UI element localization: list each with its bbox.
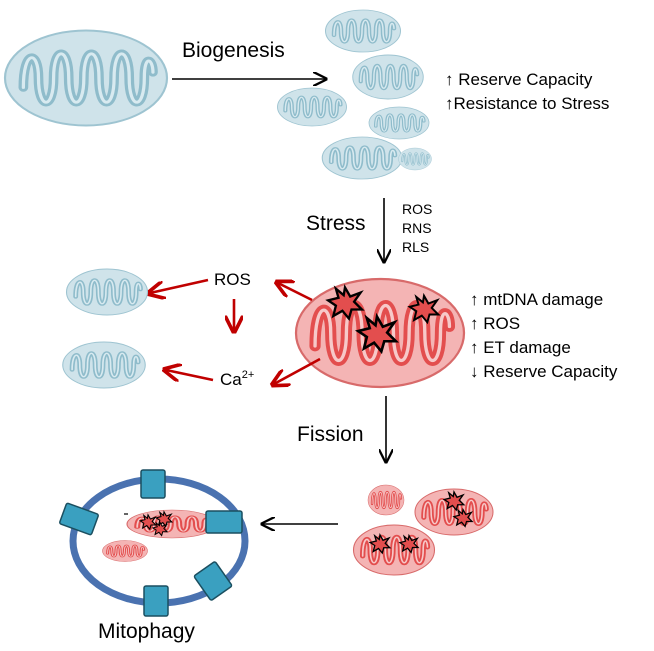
red-arrow bbox=[274, 357, 321, 384]
stress-effect: ↓ Reserve Capacity bbox=[470, 362, 618, 381]
stressor-item: ROS bbox=[402, 201, 432, 217]
neighbor-mitochondrion bbox=[63, 342, 146, 388]
healthy-mitochondrion-source bbox=[5, 30, 167, 125]
stressor-item: RNS bbox=[402, 220, 432, 236]
neighbor-mitochondrion bbox=[67, 269, 148, 315]
red-arrow bbox=[278, 283, 313, 302]
new-mitochondrion bbox=[278, 88, 347, 126]
stress-effect: ↑ ROS bbox=[470, 314, 520, 333]
biogenesis-label: Biogenesis bbox=[182, 39, 285, 62]
red-arrow bbox=[166, 370, 214, 380]
receptor bbox=[59, 502, 99, 536]
new-mitochondrion bbox=[322, 137, 402, 179]
engulfed-mitochondrion bbox=[100, 538, 150, 564]
red-arrow bbox=[150, 278, 209, 293]
mitophagy-label: Mitophagy bbox=[98, 620, 195, 643]
damaged-fragment bbox=[366, 483, 406, 517]
biogenesis-effect: ↑ Reserve Capacity bbox=[445, 70, 593, 89]
new-mitochondrion bbox=[367, 105, 431, 141]
ros-signal-label: ROS bbox=[214, 270, 251, 289]
stressor-item: RLS bbox=[402, 239, 429, 255]
biogenesis-effect: ↑Resistance to Stress bbox=[445, 94, 609, 113]
new-mitochondrion bbox=[397, 147, 433, 171]
autophagosome bbox=[59, 469, 249, 617]
damaged-mitochondrion bbox=[296, 279, 464, 387]
calcium-signal-label: Ca2+ bbox=[220, 369, 254, 389]
receptor bbox=[143, 585, 169, 617]
biogenesis-cluster bbox=[278, 10, 433, 179]
stress-effect: ↑ mtDNA damage bbox=[470, 290, 603, 309]
new-mitochondrion bbox=[353, 55, 424, 99]
engulfed-mitochondrion bbox=[127, 510, 217, 538]
stress-effect: ↑ ET damage bbox=[470, 338, 571, 357]
damaged-fragment bbox=[354, 525, 435, 575]
receptor bbox=[205, 510, 243, 534]
stress-label: Stress bbox=[306, 212, 366, 235]
fission-fragments bbox=[354, 483, 494, 575]
new-mitochondrion bbox=[326, 10, 401, 52]
receptor bbox=[193, 561, 233, 601]
fission-label: Fission bbox=[297, 423, 364, 446]
receptor bbox=[140, 469, 166, 499]
